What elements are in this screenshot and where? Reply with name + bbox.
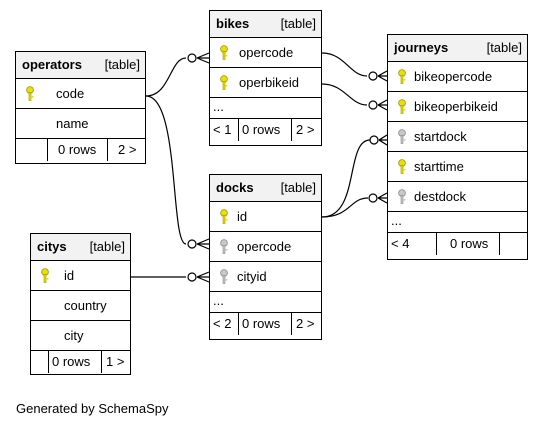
- edge-docks-journeys-start: [321, 139, 371, 218]
- column-name: opercode: [237, 239, 292, 254]
- column-name: country: [64, 298, 107, 313]
- footer-children[interactable]: 2 >: [296, 316, 315, 331]
- column-row-code[interactable]: code: [16, 79, 145, 109]
- footer-parents[interactable]: < 2: [213, 316, 232, 331]
- column-row-bikeopercode[interactable]: bikeopercode: [388, 62, 527, 92]
- column-name: cityid: [237, 269, 267, 284]
- edge-docks-journeys-dest: [321, 197, 369, 218]
- edge-operators-bikes: [145, 57, 187, 97]
- primary-key-icon: [26, 86, 34, 101]
- table-footer: < 2 0 rows 2 >: [210, 313, 321, 335]
- footer-parents[interactable]: < 4: [391, 236, 410, 251]
- foreign-key-icon: [220, 269, 228, 284]
- footer-rows: 0 rows: [450, 236, 489, 251]
- table-type: [table]: [486, 40, 522, 55]
- footer-rows: 0 rows: [52, 354, 91, 369]
- table-footer: 0 rows 1 >: [31, 351, 130, 373]
- table-header: journeys [table]: [388, 35, 527, 62]
- column-name: name: [56, 116, 89, 131]
- table-name: citys: [37, 239, 67, 254]
- column-row-startdock[interactable]: startdock: [388, 122, 527, 152]
- column-name: destdock: [414, 189, 467, 204]
- column-row-country[interactable]: country: [31, 291, 130, 321]
- more-columns-row: ...: [388, 212, 527, 233]
- primary-key-icon: [220, 75, 228, 90]
- primary-key-icon: [220, 45, 228, 60]
- footer-children[interactable]: 2 >: [296, 122, 315, 137]
- edge-operators-docks: [145, 95, 187, 245]
- table-footer: < 1 0 rows 2 >: [210, 119, 321, 141]
- ellipsis: ...: [213, 99, 224, 114]
- table-name: journeys: [394, 40, 449, 55]
- column-name: id: [237, 209, 248, 224]
- column-name: bikeoperbikeid: [414, 99, 498, 114]
- table-header: operators [table]: [16, 52, 145, 79]
- footer-children[interactable]: 2 >: [118, 142, 137, 157]
- column-name: code: [56, 86, 85, 101]
- foreign-key-icon: [398, 189, 406, 204]
- foreign-key-icon: [220, 239, 228, 254]
- column-row-id[interactable]: id: [31, 261, 130, 291]
- footer-children[interactable]: 1 >: [106, 354, 125, 369]
- table-journeys[interactable]: journeys [table] bikeopercode bikeoperbi…: [387, 34, 528, 260]
- column-name: bikeopercode: [414, 69, 493, 84]
- footer-parents[interactable]: < 1: [213, 122, 232, 137]
- primary-key-icon: [398, 99, 406, 114]
- column-row-city[interactable]: city: [31, 321, 130, 351]
- column-name: starttime: [414, 159, 464, 174]
- column-name: city: [64, 328, 84, 343]
- column-row-destdock[interactable]: destdock: [388, 182, 527, 212]
- column-row-cityid[interactable]: cityid: [210, 262, 321, 292]
- table-header: bikes [table]: [210, 11, 321, 38]
- edge-bikes-journeys-2: [321, 83, 368, 106]
- column-row-opercode[interactable]: opercode: [210, 232, 321, 262]
- table-name: bikes: [216, 16, 250, 31]
- edge-bikes-journeys-1: [321, 52, 368, 77]
- column-row-name[interactable]: name: [16, 109, 145, 139]
- more-columns-row: ...: [210, 292, 321, 313]
- footer-rows: 0 rows: [242, 122, 281, 137]
- column-row-operbikeid[interactable]: operbikeid: [210, 68, 321, 98]
- table-type: [table]: [280, 180, 316, 195]
- table-name: docks: [216, 180, 254, 195]
- column-row-starttime[interactable]: starttime: [388, 152, 527, 182]
- primary-key-icon: [220, 209, 228, 224]
- column-name: id: [64, 268, 75, 283]
- column-row-id[interactable]: id: [210, 202, 321, 232]
- column-name: startdock: [414, 129, 467, 144]
- table-header: citys [table]: [31, 234, 130, 261]
- generated-by-label: Generated by SchemaSpy: [16, 401, 169, 416]
- table-type: [table]: [280, 16, 316, 31]
- table-name: operators: [22, 57, 82, 72]
- column-name: opercode: [239, 45, 294, 60]
- table-citys[interactable]: citys [table] id country city 0 rows 1 >: [30, 233, 131, 375]
- table-bikes[interactable]: bikes [table] opercode operbikeid ... < …: [209, 10, 322, 146]
- column-row-opercode[interactable]: opercode: [210, 38, 321, 68]
- table-type: [table]: [89, 239, 125, 254]
- table-footer: 0 rows 2 >: [16, 139, 145, 161]
- column-name: operbikeid: [239, 75, 299, 90]
- column-row-bikeoperbikeid[interactable]: bikeoperbikeid: [388, 92, 527, 122]
- primary-key-icon: [398, 159, 406, 174]
- table-type: [table]: [104, 57, 140, 72]
- primary-key-icon: [398, 69, 406, 84]
- table-footer: < 4 0 rows: [388, 233, 527, 255]
- foreign-key-icon: [398, 129, 406, 144]
- footer-rows: 0 rows: [58, 142, 97, 157]
- more-columns-row: ...: [210, 98, 321, 119]
- ellipsis: ...: [213, 293, 224, 308]
- footer-rows: 0 rows: [242, 316, 281, 331]
- primary-key-icon: [41, 268, 49, 283]
- table-operators[interactable]: operators [table] code name 0 rows 2 >: [15, 51, 146, 164]
- table-docks[interactable]: docks [table] id opercode cityid ... < 2…: [209, 174, 322, 340]
- table-header: docks [table]: [210, 175, 321, 202]
- ellipsis: ...: [391, 213, 402, 228]
